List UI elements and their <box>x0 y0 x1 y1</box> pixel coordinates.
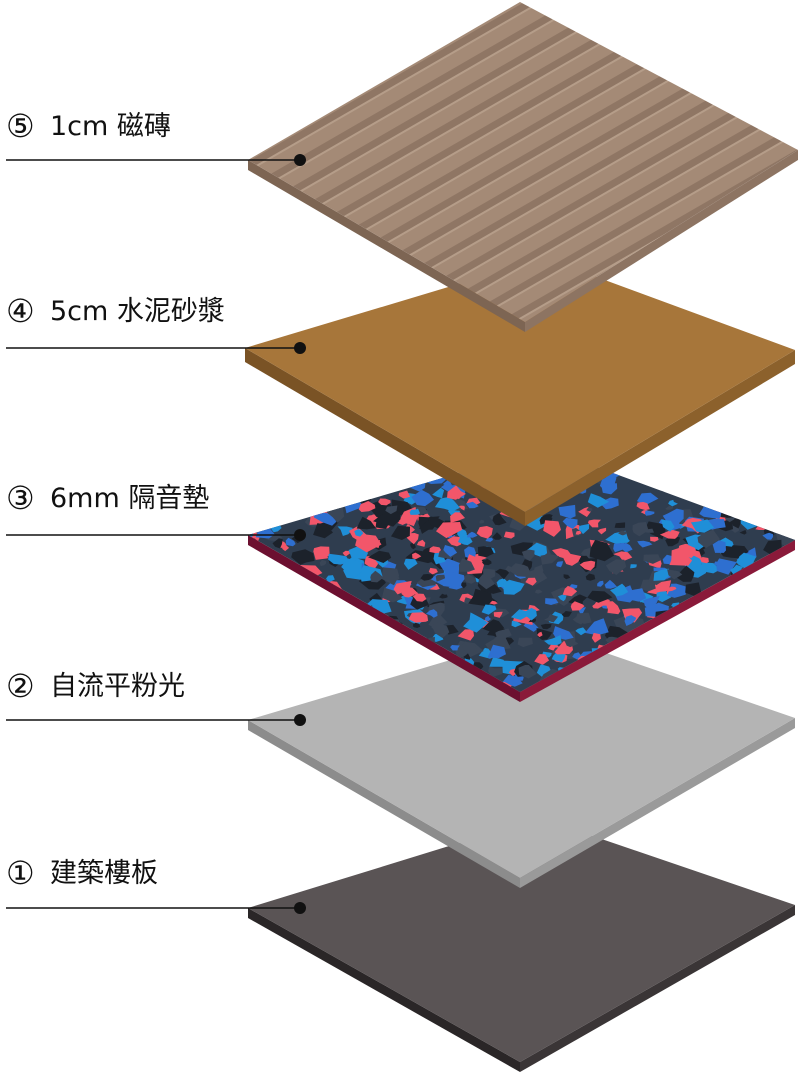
layer-5-number: ⑤ <box>6 107 35 145</box>
layer-1-slab <box>248 818 795 1072</box>
layer-4-slab <box>245 258 795 526</box>
layer-5-side-face <box>525 150 798 332</box>
layer-3-label: 6mm 隔音墊 <box>50 483 209 514</box>
layer-2-leader-dot <box>294 714 306 726</box>
layer-3-leader-dot <box>294 529 306 541</box>
layer-3-front-face <box>248 535 520 702</box>
layer-2-front-face <box>248 720 520 888</box>
layer-4-front-face <box>245 348 525 526</box>
layer-2-top-face <box>248 632 795 878</box>
layer-5-front-face <box>248 160 525 332</box>
layer-4-number: ④ <box>6 292 35 330</box>
layer-2-number: ② <box>6 667 35 705</box>
layer-1-front-face <box>248 908 520 1072</box>
layer-1-number: ① <box>6 854 35 892</box>
layer-5-leader-dot <box>294 154 306 166</box>
layer-4-top-face <box>245 258 795 512</box>
layer-2-label: 自流平粉光 <box>50 671 185 702</box>
layer-1-top-face <box>248 818 795 1062</box>
layer-1-side-face <box>520 905 795 1072</box>
layer-4-label: 5cm 水泥砂漿 <box>50 296 225 327</box>
layer-1-leader-dot <box>294 902 306 914</box>
layer-1-label: 建築樓板 <box>50 858 158 889</box>
layer-4-leader-dot <box>294 342 306 354</box>
layer-5-top-face <box>248 2 798 322</box>
layer-4-side-face <box>525 350 795 526</box>
layer-5-label: 1cm 磁磚 <box>50 111 171 142</box>
layer-3-number: ③ <box>6 479 35 517</box>
layer-2-side-face <box>520 718 795 888</box>
layer-5-slab <box>248 2 798 332</box>
layer-2-slab <box>248 632 795 888</box>
layer-3-side-face <box>520 540 795 702</box>
